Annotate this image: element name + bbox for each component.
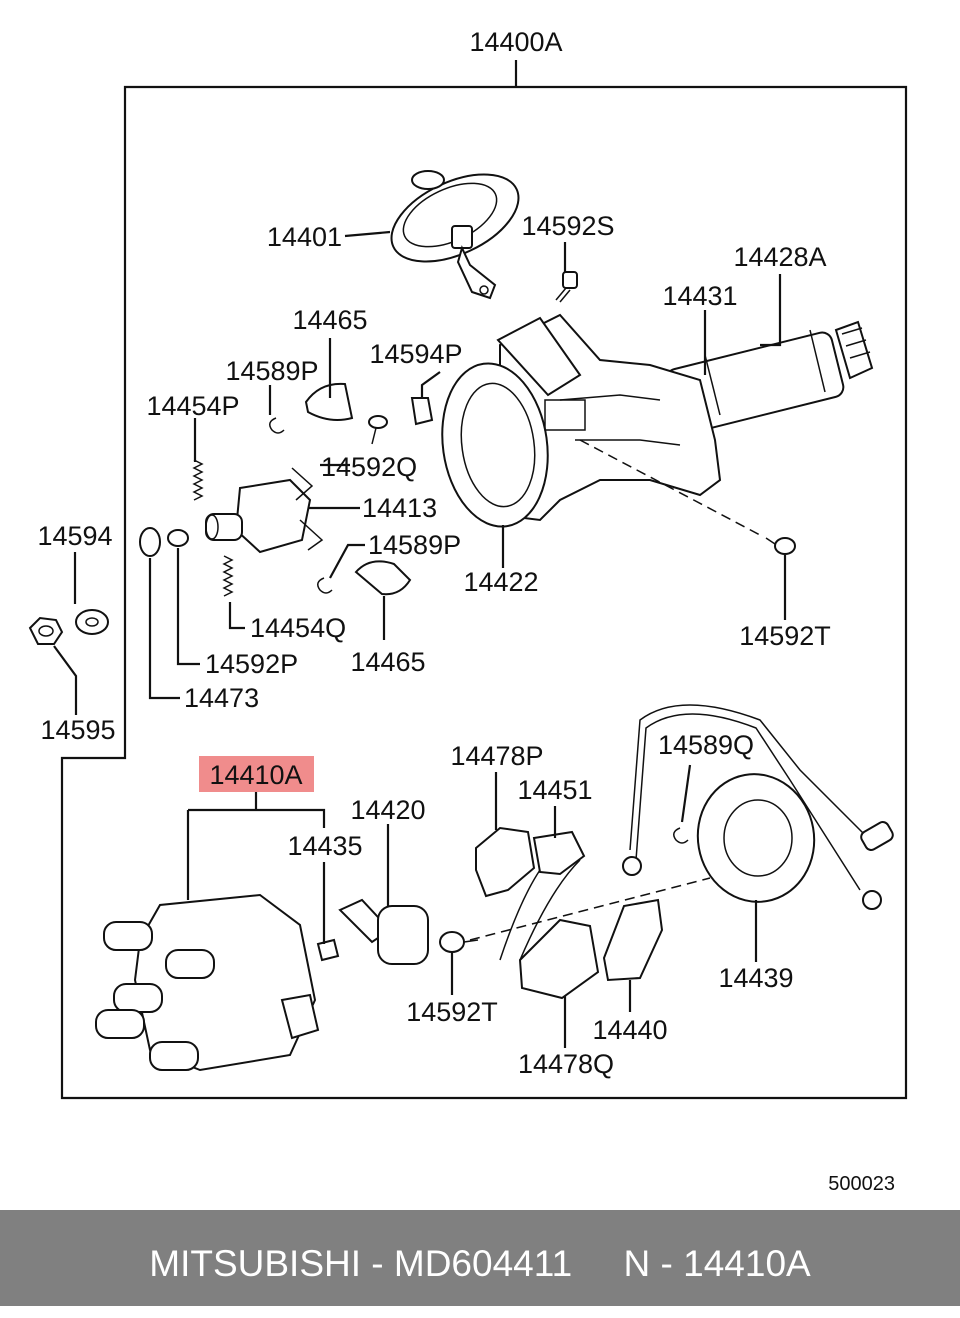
label-14589P-top: 14589P bbox=[225, 356, 318, 386]
label-14454Q: 14454Q bbox=[250, 613, 346, 643]
label-14589Q: 14589Q bbox=[658, 730, 754, 760]
label-14428A: 14428A bbox=[733, 242, 826, 272]
clamp-part bbox=[410, 397, 434, 426]
screw-s-part bbox=[555, 271, 578, 303]
screw-t-right-part bbox=[765, 537, 796, 555]
distributor-cap-part bbox=[95, 893, 320, 1072]
weight-top-part bbox=[304, 382, 354, 421]
rotor-part bbox=[338, 898, 429, 965]
assembly-frame bbox=[60, 85, 908, 1100]
label-14595: 14595 bbox=[40, 715, 115, 745]
label-14594: 14594 bbox=[37, 521, 112, 551]
label-14410A-highlighted: 14410A bbox=[209, 760, 302, 790]
bracket-q-part bbox=[499, 859, 600, 1000]
exploded-parts-diagram: 14400A 14401 14592S 14428A 14431 14465 1… bbox=[28, 27, 908, 1195]
label-14401: 14401 bbox=[267, 222, 342, 252]
clip-p-top-part bbox=[269, 417, 285, 434]
label-14439: 14439 bbox=[718, 963, 793, 993]
label-14478P: 14478P bbox=[450, 741, 543, 771]
spring-q-part bbox=[222, 555, 234, 597]
clip-q-part bbox=[673, 827, 689, 844]
bracket-p-part bbox=[475, 826, 536, 898]
highlight-box bbox=[199, 756, 314, 792]
label-14413: 14413 bbox=[362, 493, 437, 523]
label-14451: 14451 bbox=[517, 775, 592, 805]
label-14478Q: 14478Q bbox=[518, 1049, 614, 1079]
clip-p-mid-part bbox=[317, 577, 333, 594]
label-14592S: 14592S bbox=[521, 211, 614, 241]
label-14465-top: 14465 bbox=[292, 305, 367, 335]
label-14592P: 14592P bbox=[205, 649, 298, 679]
label-14589P-mid: 14589P bbox=[368, 530, 461, 560]
cap-small-part bbox=[139, 527, 161, 557]
label-14420: 14420 bbox=[350, 795, 425, 825]
label-14400A: 14400A bbox=[469, 27, 562, 57]
diagram-number: 500023 bbox=[828, 1173, 895, 1195]
igniter-part bbox=[602, 898, 664, 982]
washer-part bbox=[75, 609, 109, 635]
shaft-gear-part bbox=[665, 320, 874, 435]
screw-p-part bbox=[167, 529, 189, 547]
part-info-text: MITSUBISHI - MD604411 N - 14410A bbox=[149, 1243, 811, 1284]
label-14594P: 14594P bbox=[369, 339, 462, 369]
part-info-footer: MITSUBISHI - MD604411 N - 14410A bbox=[0, 1210, 960, 1306]
label-14592T-right: 14592T bbox=[739, 621, 831, 651]
label-14592Q: 14592Q bbox=[321, 452, 417, 482]
carbon-part bbox=[316, 938, 340, 962]
cam-part bbox=[205, 467, 324, 554]
module-part bbox=[532, 830, 586, 876]
label-14465-bottom: 14465 bbox=[350, 647, 425, 677]
alignment-line-upper bbox=[579, 439, 761, 536]
label-14473: 14473 bbox=[184, 683, 259, 713]
label-14592T-bottom: 14592T bbox=[406, 997, 498, 1027]
pickup-plate-part bbox=[622, 704, 894, 910]
nut-part bbox=[28, 616, 64, 645]
screw-q-part bbox=[368, 415, 388, 445]
screw-t-bottom-part bbox=[439, 931, 479, 953]
spring-p-part bbox=[192, 459, 204, 501]
label-14422: 14422 bbox=[463, 567, 538, 597]
housing-part bbox=[441, 313, 722, 528]
weight-bottom-part bbox=[354, 560, 412, 596]
label-14431: 14431 bbox=[662, 281, 737, 311]
vacuum-advance-part bbox=[390, 170, 520, 300]
leader-lines bbox=[53, 230, 787, 1048]
label-14435: 14435 bbox=[287, 831, 362, 861]
label-14440: 14440 bbox=[592, 1015, 667, 1045]
alignment-line-lower bbox=[469, 877, 711, 941]
label-14454P: 14454P bbox=[146, 391, 239, 421]
